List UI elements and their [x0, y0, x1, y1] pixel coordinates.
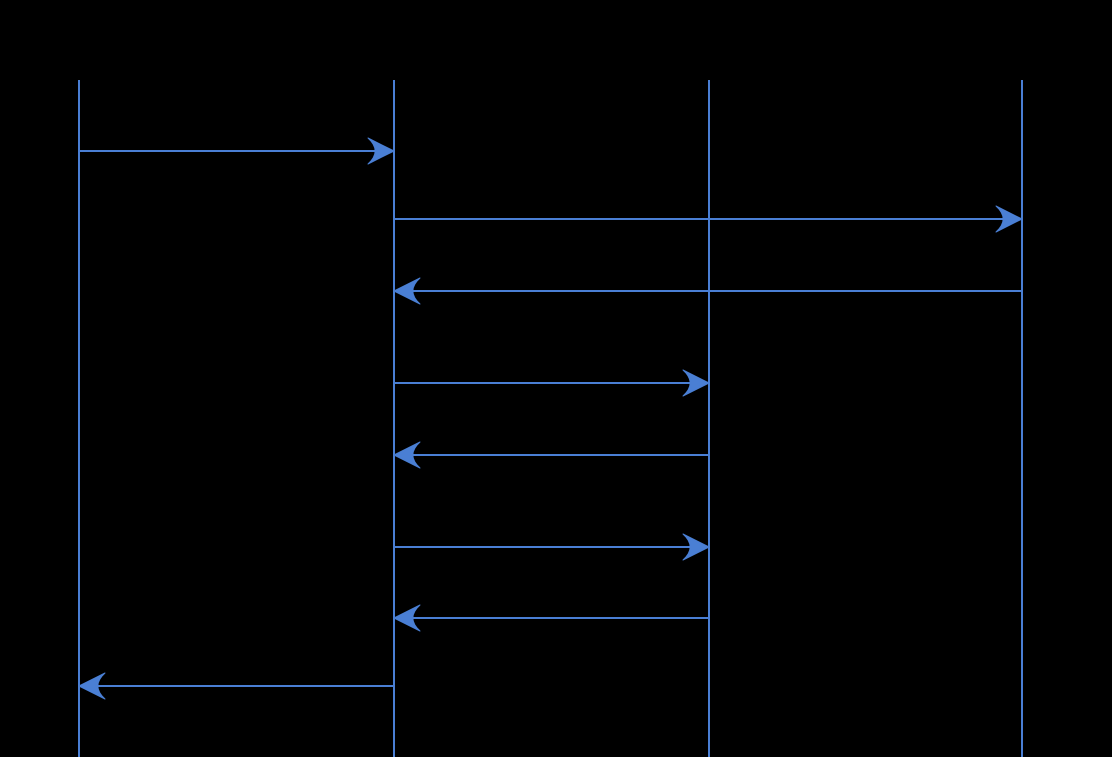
messages-group	[78, 137, 1023, 700]
message-arrowhead-5	[393, 441, 421, 469]
lifelines-group	[78, 80, 1023, 757]
message-5	[393, 441, 709, 469]
message-arrowhead-6	[682, 533, 710, 561]
message-1	[79, 137, 395, 165]
message-3	[393, 277, 1022, 305]
message-4	[394, 369, 710, 397]
message-arrowhead-4	[682, 369, 710, 397]
message-8	[78, 672, 394, 700]
message-2	[394, 205, 1023, 233]
message-arrowhead-2	[995, 205, 1023, 233]
message-arrowhead-3	[393, 277, 421, 305]
message-arrowhead-8	[78, 672, 106, 700]
message-6	[394, 533, 710, 561]
message-arrowhead-7	[393, 604, 421, 632]
message-arrowhead-1	[367, 137, 395, 165]
message-7	[393, 604, 709, 632]
